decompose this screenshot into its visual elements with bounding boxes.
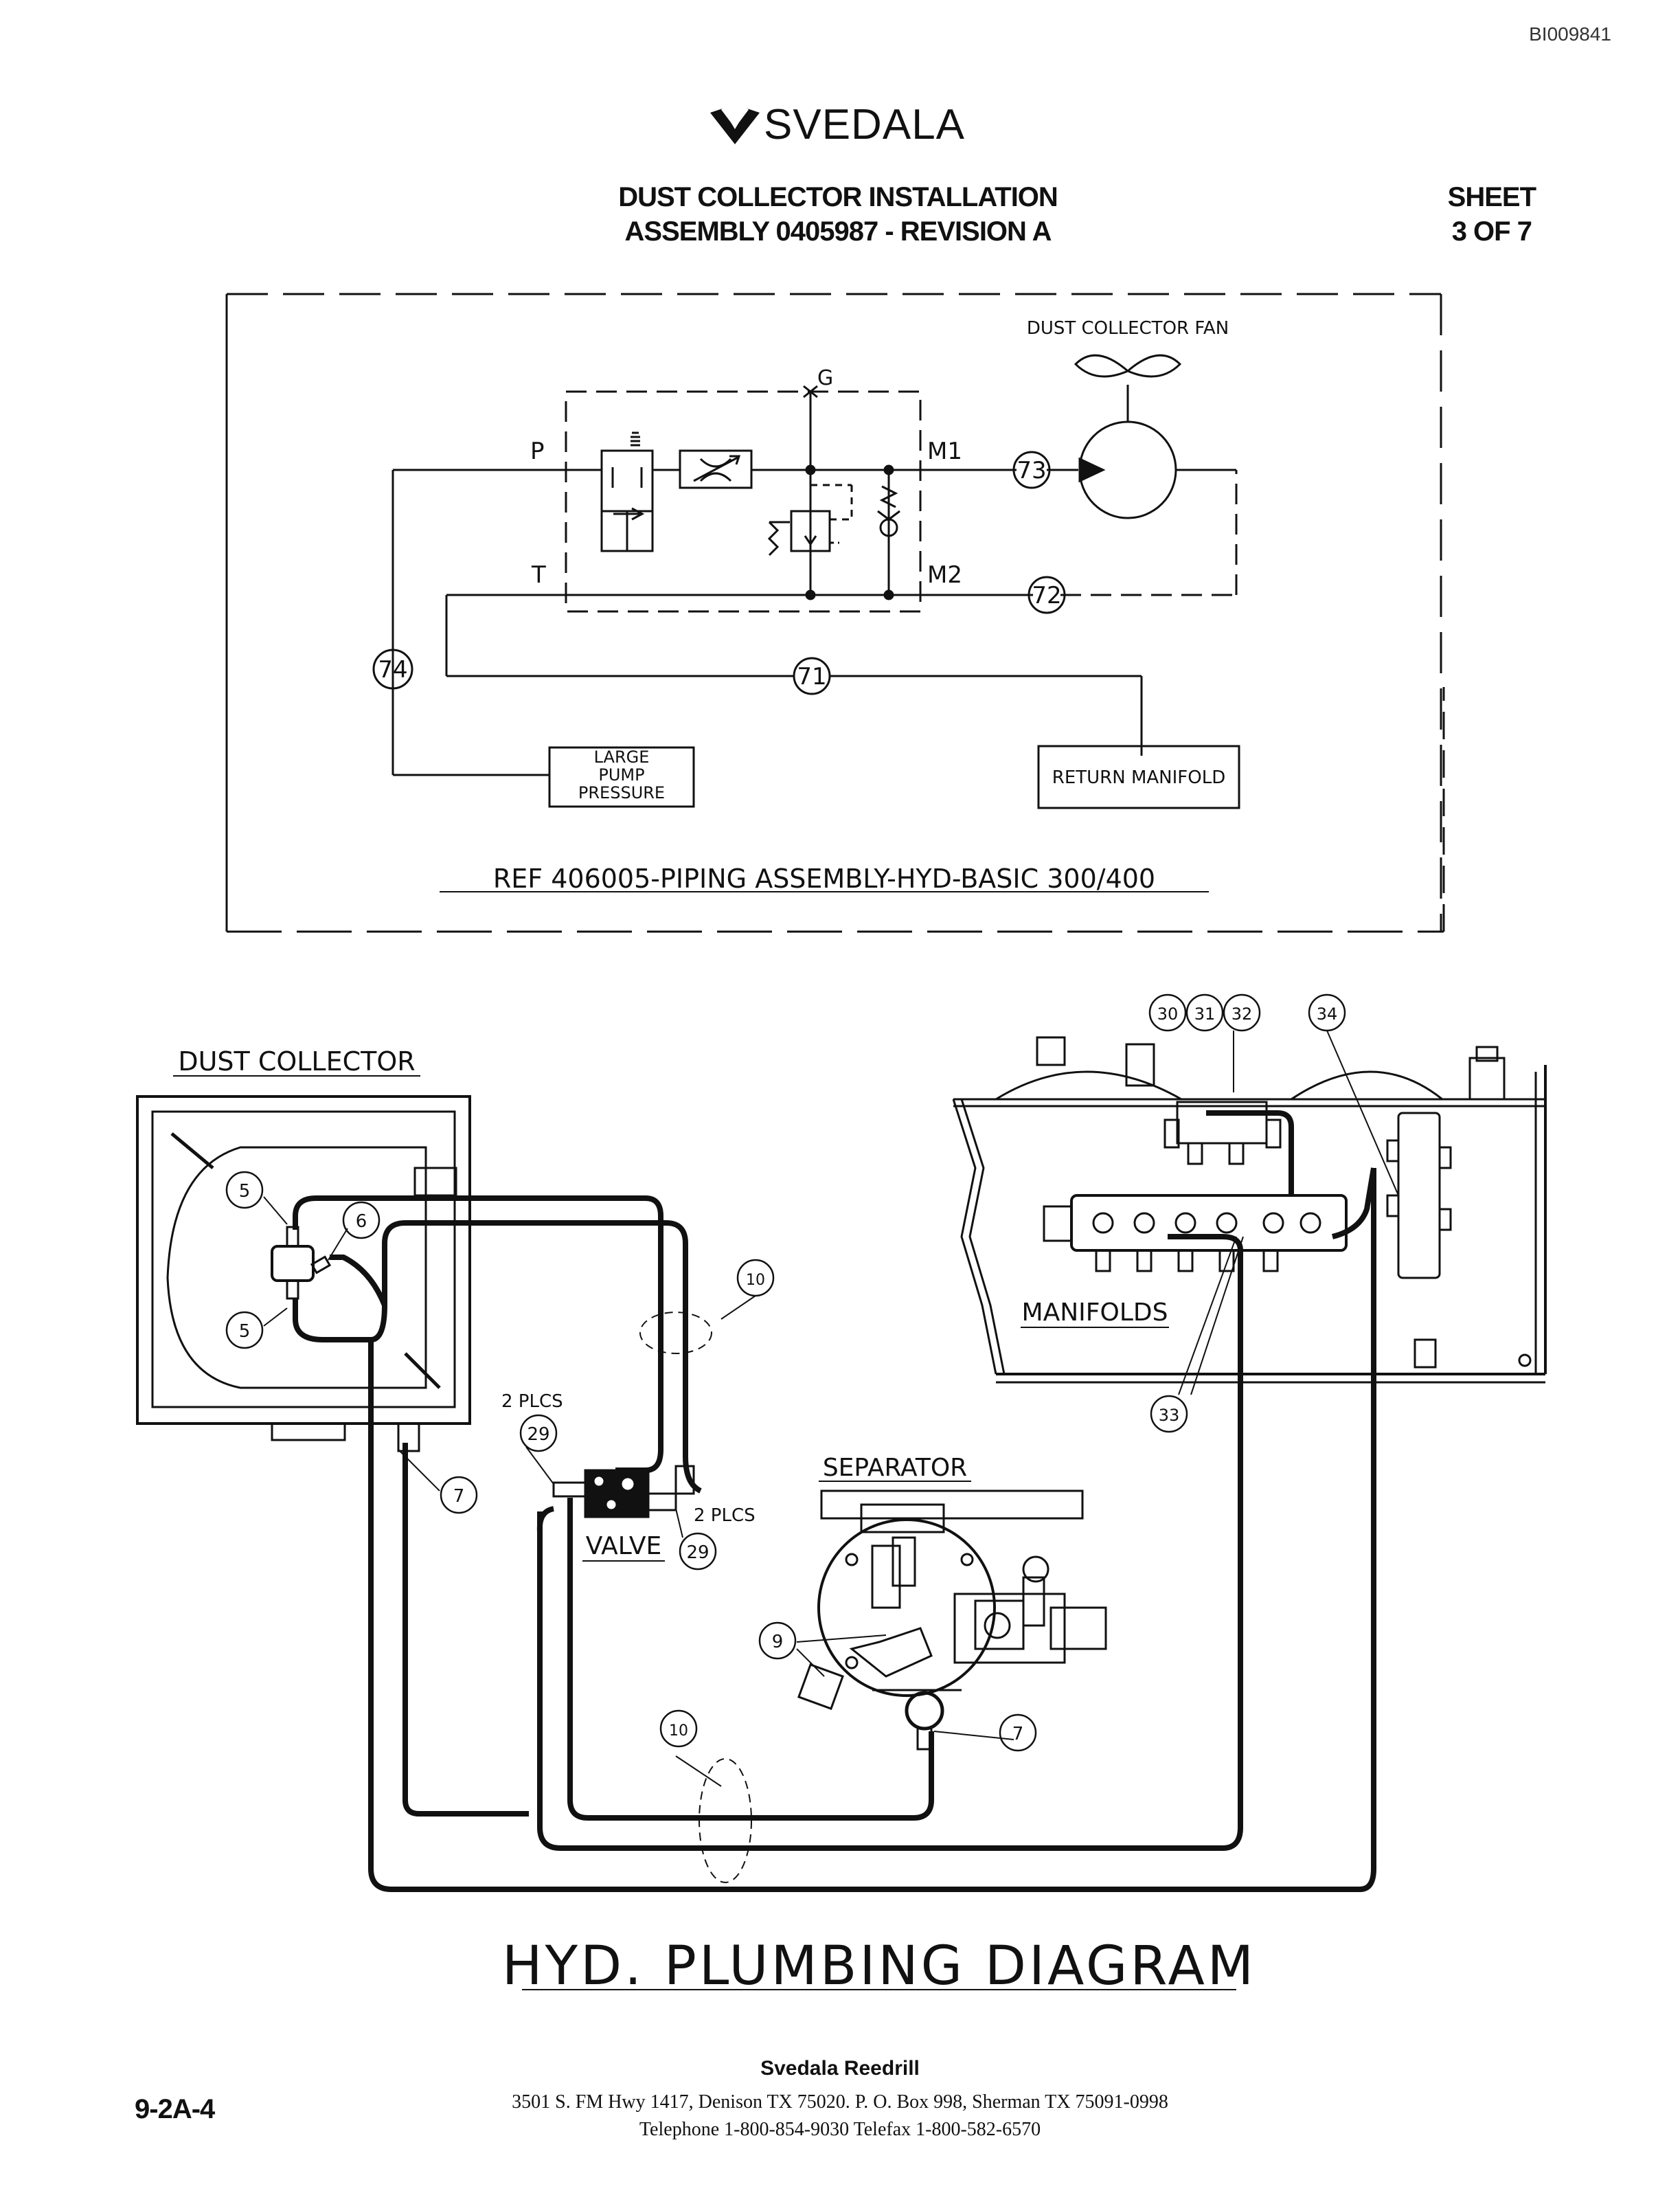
callout-71 (793, 657, 831, 695)
document-title: DUST COLLECTOR INSTALLATION ASSEMBLY 040… (481, 180, 1195, 249)
callout-34 (1308, 993, 1346, 1032)
valve-drawing (552, 1465, 695, 1518)
callout-33-text: 33 (1159, 1406, 1180, 1425)
plcs-right-label: 2 PLCS (694, 1505, 756, 1526)
callout-9-text: 9 (772, 1632, 784, 1652)
callout-7-top (440, 1476, 478, 1514)
callout-32-text: 32 (1231, 1004, 1253, 1024)
solenoid-valve-symbol (600, 431, 654, 552)
callout-72-text: 72 (1032, 582, 1061, 609)
flow-control-symbol (679, 449, 753, 489)
callout-72 (1028, 576, 1066, 614)
port-g-label: G (817, 366, 833, 390)
title-line-2: ASSEMBLY 0405987 - REVISION A (624, 216, 1052, 247)
callout-10-bottom-text: 10 (669, 1722, 688, 1740)
return-manifold-text: RETURN MANIFOLD (1052, 767, 1225, 788)
fan-label: DUST COLLECTOR FAN (1027, 318, 1229, 339)
callout-73-text: 73 (1017, 457, 1046, 484)
callout-31-text: 31 (1194, 1004, 1216, 1024)
fan-motor-symbol (1078, 385, 1177, 519)
callout-6-text: 6 (356, 1211, 367, 1232)
valve-label: VALVE (586, 1532, 661, 1560)
sheet-number: 3 OF 7 (1451, 216, 1532, 247)
dust-collector-drawing (136, 1095, 471, 1452)
callout-10-bottom (659, 1709, 698, 1748)
manifolds-label: MANIFOLDS (1022, 1298, 1168, 1327)
callout-7-bottom-text: 7 (1012, 1724, 1024, 1744)
sheet-label: SHEET (1447, 182, 1536, 212)
callout-10-top (736, 1259, 775, 1297)
callout-31 (1185, 993, 1224, 1032)
callout-9 (758, 1621, 797, 1660)
callout-33 (1150, 1395, 1188, 1433)
callout-5-bottom-text: 5 (239, 1321, 251, 1342)
reference-note: REF 406005-PIPING ASSEMBLY-HYD-BASIC 300… (493, 864, 1155, 894)
callout-74 (372, 649, 413, 690)
company-address: 3501 S. FM Hwy 1417, Denison TX 75020. P… (512, 2091, 1168, 2113)
pressure-line (391, 469, 1078, 776)
hose-marker-ellipse-2 (699, 1758, 752, 1883)
separator-drawing (797, 1489, 1107, 1751)
leader-lines (263, 1030, 1399, 1787)
callout-74-text: 74 (378, 656, 407, 684)
document-id: BI009841 (1529, 23, 1611, 45)
pump-box-line3: PRESSURE (578, 783, 665, 802)
sheet-indicator: SHEET 3 OF 7 (1448, 180, 1536, 249)
callout-7-top-text: 7 (453, 1486, 465, 1507)
return-manifold-box (1037, 745, 1240, 809)
callout-7-bottom (999, 1713, 1037, 1752)
callout-30-text: 30 (1157, 1004, 1179, 1024)
svedala-logo: SVEDALA (707, 96, 982, 151)
hose-marker-ellipse (639, 1312, 712, 1354)
fan-icon (1074, 354, 1182, 378)
company-name: Svedala Reedrill (760, 2057, 920, 2080)
svedala-mark-icon (710, 107, 760, 144)
separator-label: SEPARATOR (823, 1454, 967, 1482)
relief-valve-symbol (767, 484, 853, 556)
callout-29-top-text: 29 (527, 1424, 549, 1445)
valve-block-outline (565, 390, 922, 613)
port-t-label: T (531, 561, 546, 589)
tank-manifold-drawing (952, 1036, 1547, 1384)
callout-5-bottom (225, 1311, 264, 1349)
callout-34-text: 34 (1317, 1004, 1338, 1024)
callout-5-top-text: 5 (239, 1181, 251, 1202)
brand-name: SVEDALA (764, 101, 966, 148)
callout-71-text: 71 (797, 663, 826, 690)
callout-29-bottom-text: 29 (686, 1542, 709, 1563)
callout-30 (1148, 993, 1187, 1032)
port-m2-label: M2 (927, 561, 962, 589)
diagram-title: HYD. PLUMBING DIAGRAM (502, 1935, 1256, 1997)
page-number: 9-2A-4 (135, 2094, 215, 2124)
plcs-top-label: 2 PLCS (501, 1391, 563, 1412)
callout-32 (1223, 993, 1261, 1032)
port-p-label: P (530, 438, 545, 465)
callout-6 (342, 1201, 381, 1239)
callout-29-top (519, 1414, 558, 1452)
schematic-border (225, 293, 1445, 933)
tank-line (445, 469, 1238, 756)
callout-10-top-text: 10 (746, 1272, 765, 1289)
callout-5-top (225, 1171, 264, 1209)
port-m1-label: M1 (927, 438, 962, 465)
pump-box-line1: LARGE (594, 747, 650, 767)
large-pump-pressure-box (548, 746, 695, 808)
pump-box-line2: PUMP (598, 765, 644, 785)
callout-29-bottom (679, 1532, 717, 1571)
dust-collector-label: DUST COLLECTOR (178, 1046, 415, 1077)
company-phones: Telephone 1-800-854-9030 Telefax 1-800-5… (639, 2119, 1041, 2140)
title-line-1: DUST COLLECTOR INSTALLATION (618, 182, 1058, 212)
callout-73 (1012, 451, 1051, 489)
check-valve-symbol (877, 485, 900, 537)
